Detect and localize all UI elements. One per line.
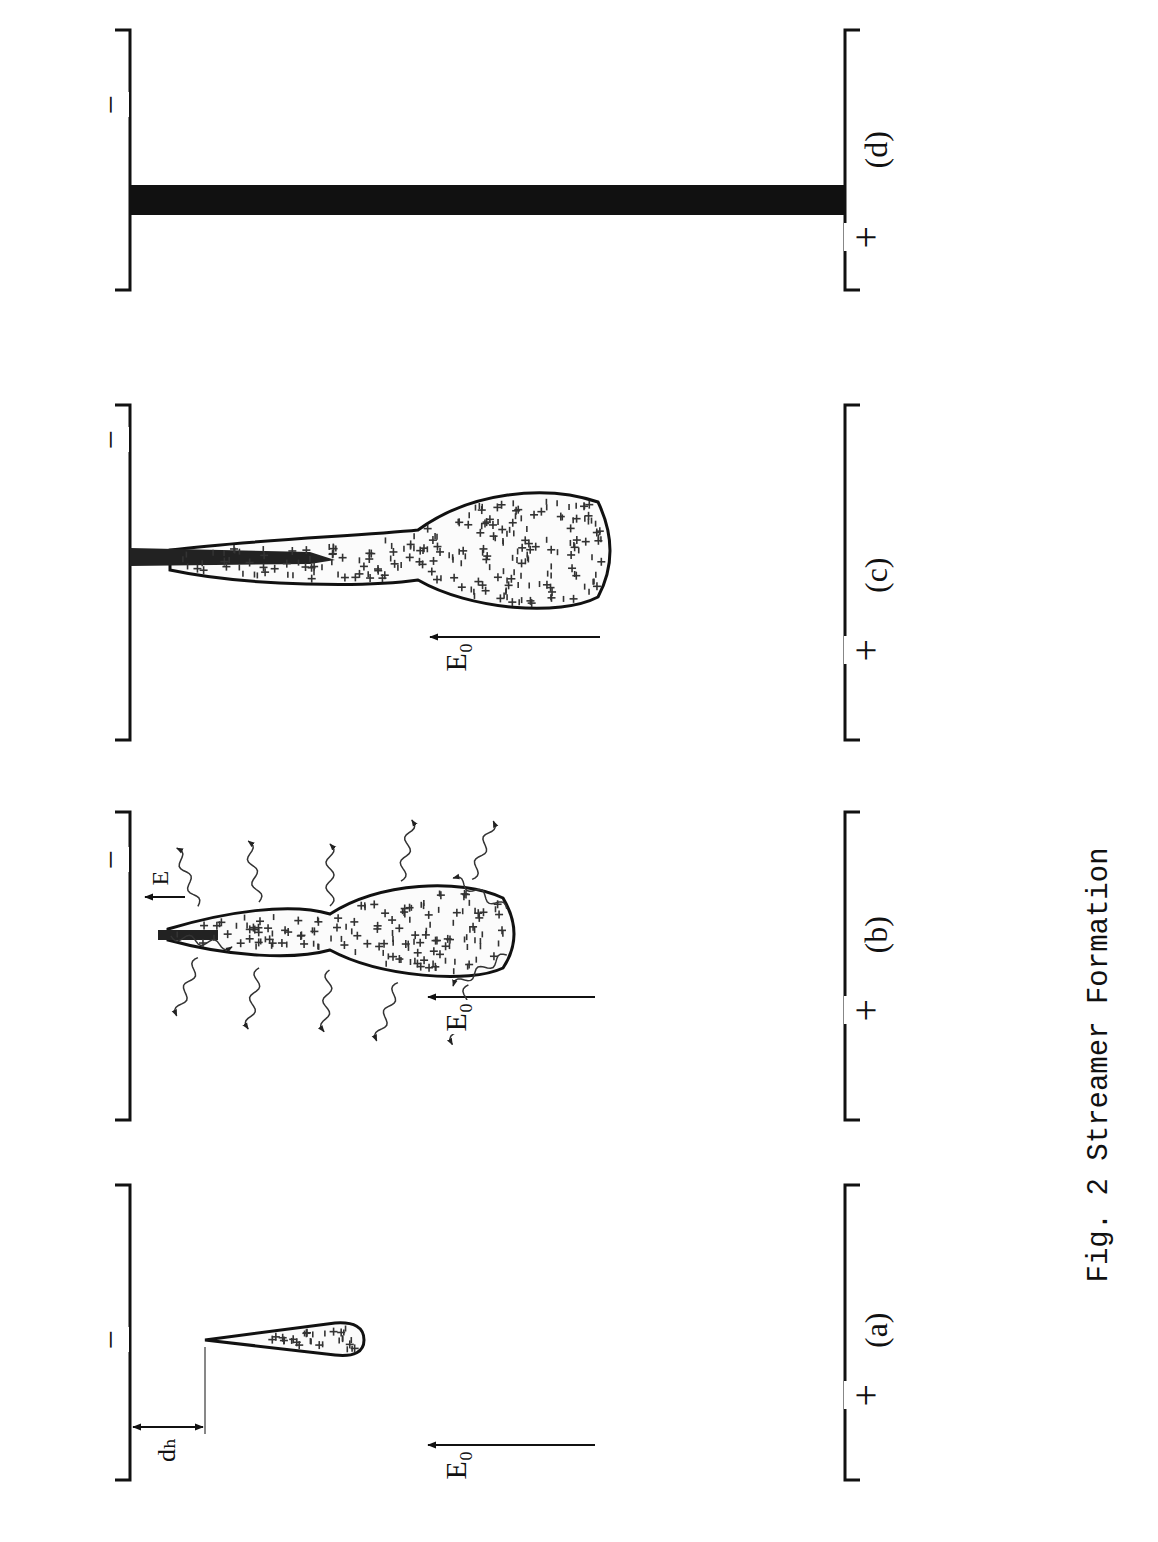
panel-label: (a)	[859, 1309, 894, 1351]
photon-ray	[472, 821, 495, 879]
photon-ray	[175, 958, 198, 1016]
electrode-sign: +	[844, 636, 888, 665]
photon-ray	[177, 848, 200, 906]
photon-ray	[375, 983, 398, 1041]
photon-ray	[453, 877, 507, 909]
electrode-brackets	[115, 30, 860, 1480]
panel-label: (d)	[859, 128, 894, 171]
photon-ray	[400, 820, 414, 881]
gap-dimension: dₕ	[153, 1435, 182, 1465]
electrode-sign: −	[92, 847, 129, 872]
panel-label: (c)	[859, 554, 894, 596]
photon-ray	[247, 841, 262, 902]
panel-label: (b)	[859, 913, 894, 956]
field-label: E₀	[439, 640, 472, 675]
electrode-sign: −	[92, 92, 129, 117]
electrode-sign: +	[844, 1381, 888, 1410]
photon-ray	[326, 844, 334, 906]
electrode-sign: +	[844, 223, 888, 252]
field-label: E₀	[439, 1000, 472, 1035]
spark-channel	[130, 185, 845, 215]
photon-ray	[245, 968, 259, 1029]
streamer-a	[205, 1323, 364, 1356]
photon-ray	[453, 954, 507, 986]
electrode-sign: −	[92, 427, 129, 452]
electrode-sign: −	[92, 1327, 129, 1352]
field-label: E₀	[439, 1448, 472, 1483]
charge-marks	[177, 499, 605, 1353]
streamer-b	[168, 886, 514, 977]
figure-caption: Fig. 2 Streamer Formation	[1084, 844, 1116, 1285]
photon-ray	[171, 935, 232, 949]
field-arrows	[133, 637, 600, 1445]
streamer-channel	[130, 548, 335, 566]
electrode-sign: +	[844, 996, 888, 1025]
field-label: E	[147, 868, 173, 889]
photon-ray	[321, 970, 332, 1032]
photon-rays	[171, 820, 507, 1045]
